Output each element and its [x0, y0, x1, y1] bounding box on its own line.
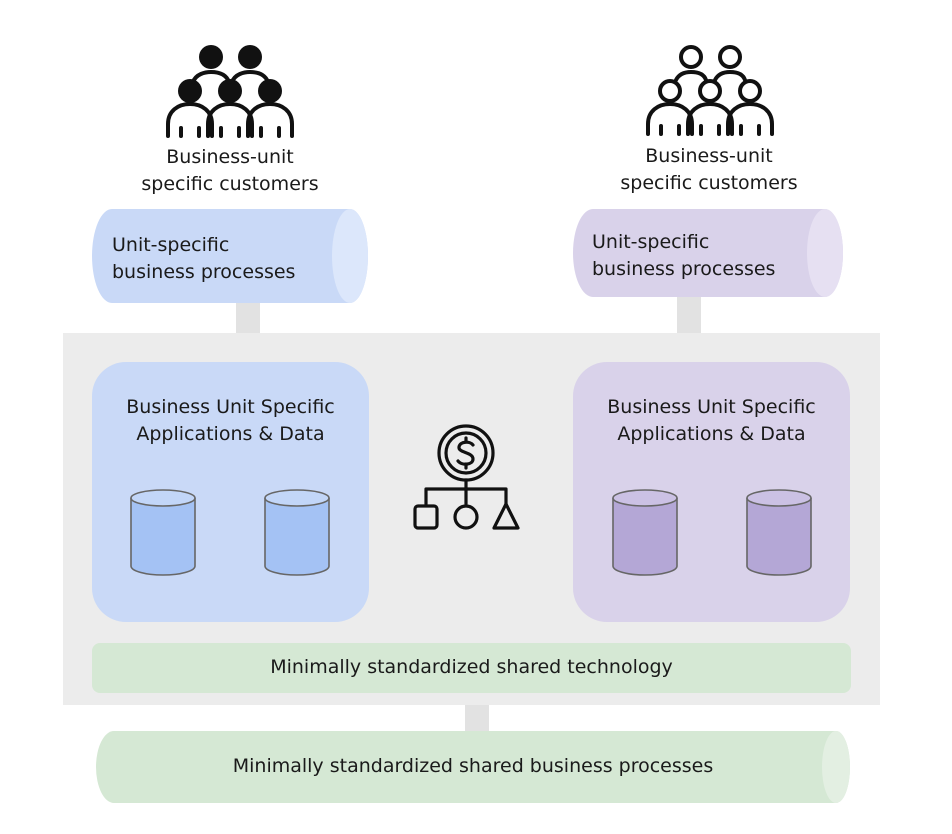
right-process-connector — [677, 296, 701, 334]
dollar-org-chart-icon — [413, 424, 520, 530]
database-icon — [130, 489, 196, 576]
people-group-filled-icon — [166, 45, 294, 138]
right-unit-title: Business Unit Specific Applications & Da… — [607, 396, 816, 445]
shared-technology-label: Minimally standardized shared technology — [270, 656, 673, 678]
shared-technology-bar — [92, 643, 851, 693]
left-customers-label: Business-unit specific customers — [141, 146, 319, 195]
right-customers-label: Business-unit specific customers — [620, 145, 798, 194]
left-unit-box: Business Unit Specific Applications & Da… — [92, 362, 369, 622]
left-unit-title: Business Unit Specific Applications & Da… — [126, 396, 335, 445]
right-process-label: Unit-specific business processes — [592, 231, 776, 280]
left-process-connector — [236, 300, 260, 334]
shared-processes-cylinder — [96, 731, 850, 803]
database-icon — [746, 489, 812, 576]
people-group-outline-icon — [646, 45, 774, 136]
left-process-label: Unit-specific business processes — [112, 234, 296, 283]
bottom-process-connector — [465, 704, 489, 734]
right-unit-box: Business Unit Specific Applications & Da… — [573, 362, 850, 622]
left-process-cylinder — [92, 209, 368, 303]
database-icon — [264, 489, 330, 576]
database-icon — [612, 489, 678, 576]
right-process-cylinder — [573, 209, 843, 297]
shared-processes-label: Minimally standardized shared business p… — [232, 755, 714, 777]
